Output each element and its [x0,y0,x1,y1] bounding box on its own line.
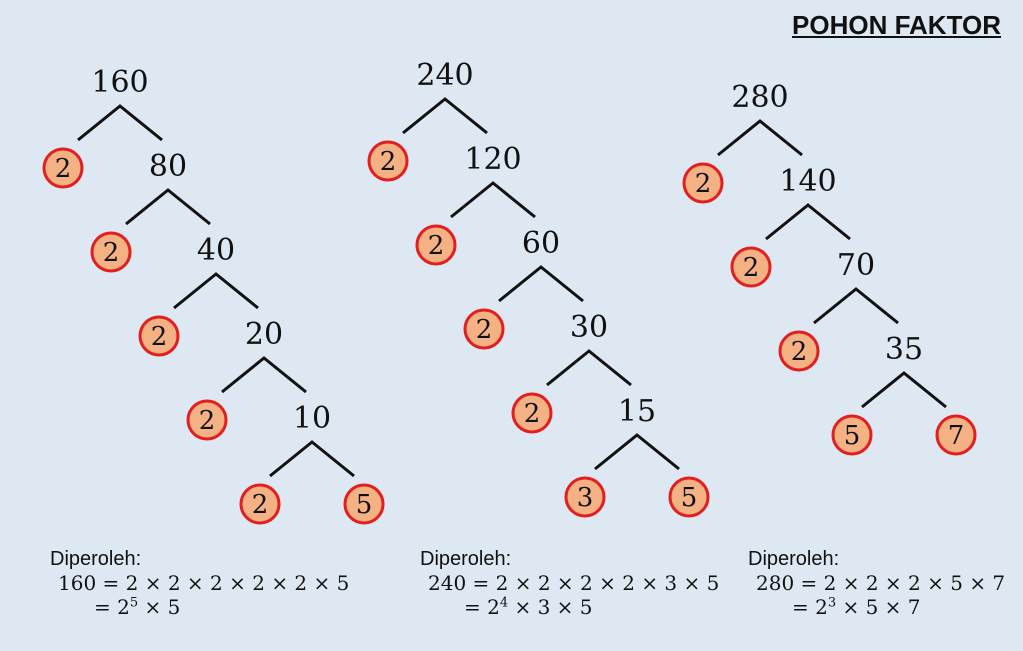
composite-number: 20 [245,317,283,352]
tree-branch [546,349,632,387]
prime-factor-circle: 2 [90,231,132,273]
composite-number: 60 [522,226,560,261]
result-160: Diperoleh: 160 = 2 × 2 × 2 × 2 × 2 × 5 =… [50,548,349,619]
svg-text:2: 2 [151,322,168,352]
svg-text:2: 2 [103,238,120,268]
composite-number: 80 [149,149,187,184]
prime-factor-circle: 2 [778,330,820,372]
prime-factor-circle: 2 [511,392,553,434]
svg-text:2: 2 [55,154,72,184]
svg-text:2: 2 [743,253,760,283]
result-label: Diperoleh: [50,548,142,570]
result-equation-1: 240 = 2 × 2 × 2 × 2 × 3 × 5 [428,571,720,595]
tree-branch [765,203,851,241]
prime-factor-circle: 2 [138,315,180,357]
result-240: Diperoleh: 240 = 2 × 2 × 2 × 2 × 3 × 5 =… [420,548,719,619]
svg-text:5: 5 [356,490,373,520]
svg-text:2: 2 [695,169,712,199]
svg-text:5: 5 [681,483,698,513]
prime-factor-circle: 5 [668,476,710,518]
prime-factor-circle: 2 [415,224,457,266]
prime-factor-circle: 2 [730,246,772,288]
prime-factor-circle: 7 [935,414,977,456]
tree-branch [221,356,307,394]
tree-branch [594,433,680,471]
tree-branch [813,287,899,325]
tree-branch [717,119,803,157]
result-equation-2: = 23 × 5 × 7 [792,595,921,619]
prime-factor-circle: 2 [186,399,228,441]
svg-text:2: 2 [524,399,541,429]
tree-branch [450,181,536,219]
tree-branch [173,272,259,310]
prime-factor-circle: 2 [463,308,505,350]
tree-root-number: 280 [731,80,788,115]
tree-branch [498,265,584,303]
tree-branch [402,97,488,135]
tree-branch [861,371,947,409]
composite-number: 15 [618,394,656,429]
composite-number: 10 [293,401,331,436]
prime-factor-circle: 2 [682,162,724,204]
svg-text:2: 2 [199,406,216,436]
svg-text:2: 2 [428,231,445,261]
svg-text:7: 7 [948,421,965,451]
prime-factor-circle: 2 [239,483,281,525]
result-label: Diperoleh: [420,548,512,570]
factor-tree-160: 160 2 80 2 40 2 20 2 10 2 5 [42,65,385,525]
composite-number: 70 [837,248,875,283]
svg-text:3: 3 [577,483,594,513]
tree-root-number: 160 [91,65,148,100]
tree-branch [125,188,211,226]
prime-factor-circle: 2 [367,140,409,182]
result-280: Diperoleh: 280 = 2 × 2 × 2 × 5 × 7 = 23 … [748,548,1005,619]
svg-text:2: 2 [252,490,269,520]
svg-text:2: 2 [791,337,808,367]
svg-text:5: 5 [844,421,861,451]
result-equation-1: 280 = 2 × 2 × 2 × 5 × 7 [756,571,1006,595]
prime-factor-circle: 5 [343,483,385,525]
svg-text:2: 2 [380,147,397,177]
tree-branch [269,440,355,478]
composite-number: 30 [570,310,608,345]
page-title: POHON FAKTOR [792,10,1001,40]
tree-branch [77,104,163,142]
result-equation-2: = 25 × 5 [94,595,181,619]
composite-number: 40 [197,233,235,268]
composite-number: 120 [464,142,521,177]
factor-tree-240: 240 2 120 2 60 2 30 2 15 3 5 [367,58,710,518]
svg-text:2: 2 [476,315,493,345]
result-equation-1: 160 = 2 × 2 × 2 × 2 × 2 × 5 [58,571,350,595]
prime-factor-circle: 2 [42,147,84,189]
result-label: Diperoleh: [748,548,840,570]
prime-factor-circle: 5 [831,414,873,456]
result-equation-2: = 24 × 3 × 5 [464,595,593,619]
tree-root-number: 240 [416,58,473,93]
factor-tree-280: 280 2 140 2 70 2 35 5 7 [682,80,977,456]
composite-number: 35 [885,332,923,367]
composite-number: 140 [779,164,836,199]
prime-factor-circle: 3 [564,476,606,518]
